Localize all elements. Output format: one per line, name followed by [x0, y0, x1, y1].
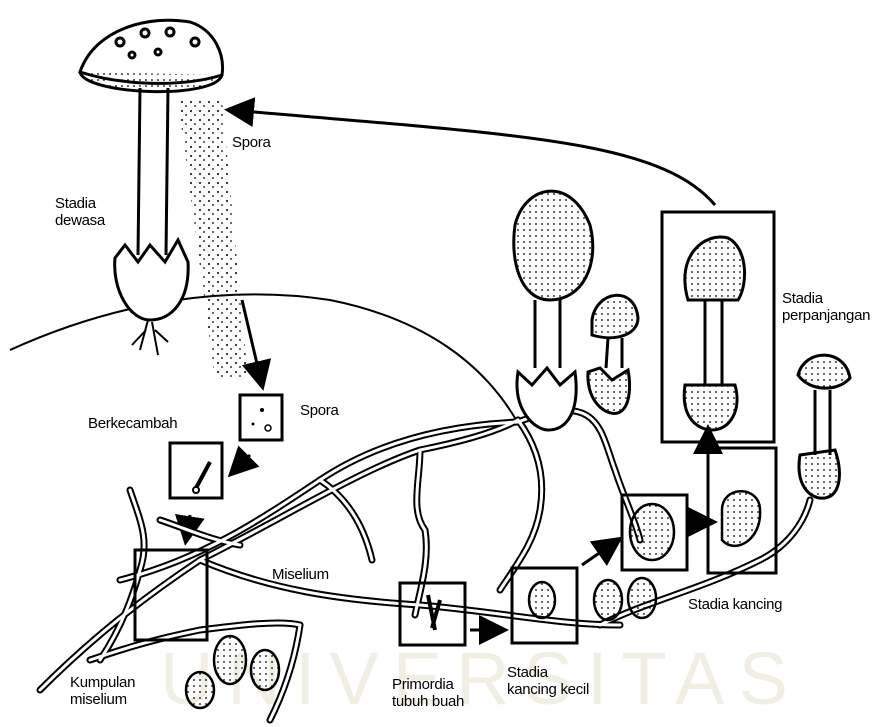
- elongated-mushroom-large: [514, 191, 593, 430]
- germinating-box: [170, 443, 222, 498]
- arrow-to-button-box: [582, 540, 618, 565]
- arrow-spora-to-germinate: [232, 455, 250, 473]
- label-spora-top: Spora: [232, 134, 271, 151]
- arrow-return-to-spora: [230, 110, 715, 205]
- label-kancing-kecil: Stadia kancing kecil: [507, 664, 589, 698]
- opening-mushroom: [798, 355, 850, 498]
- label-stadia-dewasa: Stadia dewasa: [55, 195, 105, 229]
- label-spora-box: Spora: [300, 402, 339, 419]
- label-miselium: Miselium: [272, 566, 329, 583]
- label-berkecambah: Berkecambah: [88, 415, 177, 432]
- label-stadia-kancing: Stadia kancing: [688, 596, 782, 613]
- label-kumpulan-miselium: Kumpulan miselium: [70, 674, 135, 708]
- elongated-mushroom-small: [588, 295, 638, 413]
- mycelium-network-inner: [40, 410, 810, 720]
- primordia-box: [400, 583, 465, 645]
- elongation-box: [662, 212, 774, 442]
- spora-box: [240, 395, 282, 440]
- label-primordia: Primordia tubuh buah: [392, 676, 464, 710]
- small-button-box: [512, 568, 577, 643]
- label-stadia-perpanjangan: Stadia perpanjangan: [782, 290, 870, 324]
